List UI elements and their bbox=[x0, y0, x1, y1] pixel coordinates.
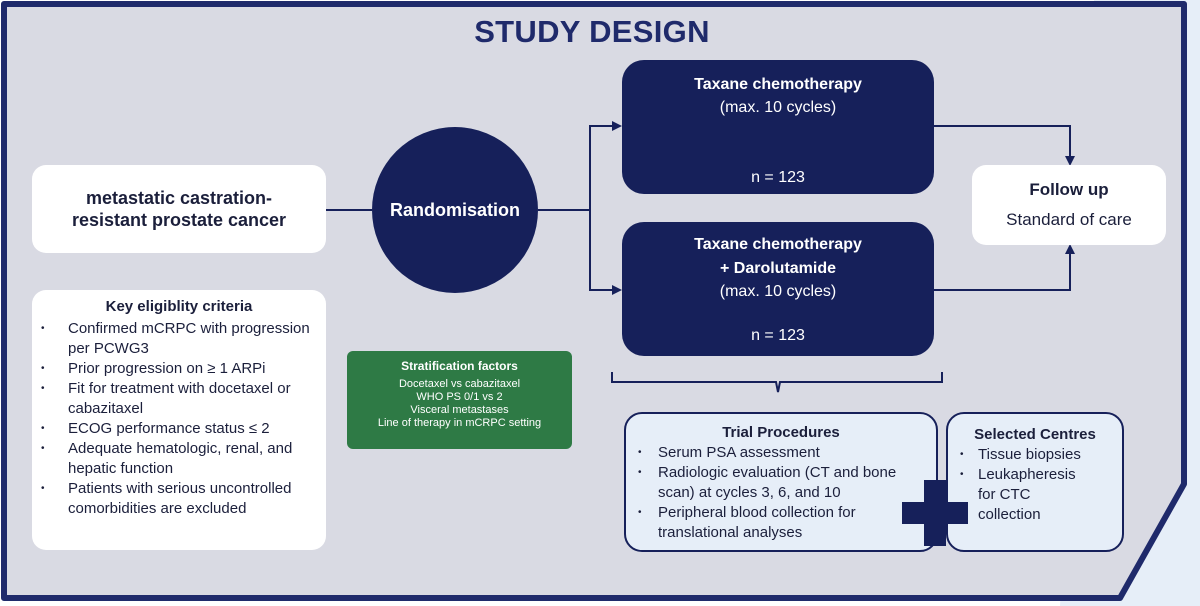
eligibility-title: Key eligiblity criteria bbox=[105, 298, 253, 315]
followup-box: Follow up Standard of care bbox=[972, 165, 1166, 245]
eligibility-item: •ECOG performance status ≤ 2 bbox=[41, 420, 270, 437]
bullet-icon: • bbox=[960, 469, 964, 480]
selected-centres-title: Selected Centres bbox=[974, 426, 1096, 443]
arm-box-1: Taxane chemotherapy (max. 10 cycles) n =… bbox=[622, 60, 934, 194]
arm-2-title: Taxane chemotherapy bbox=[694, 236, 862, 253]
centre-item: •Leukapheresis for CTC collection bbox=[960, 466, 1076, 523]
arm-1-n: n = 123 bbox=[751, 169, 805, 186]
eligibility-item: •Patients with serious uncontrolled como… bbox=[41, 480, 292, 517]
eligibility-item: •Adequate hematologic, renal, and hepati… bbox=[41, 440, 293, 477]
bullet-icon: • bbox=[41, 443, 45, 454]
selected-centres-box: Selected Centres •Tissue biopsies •Leuka… bbox=[946, 412, 1124, 552]
page-title: STUDY DESIGN bbox=[474, 14, 710, 49]
stratification-box: Stratification factors Docetaxel vs caba… bbox=[347, 351, 572, 449]
procedure-item: •Radiologic evaluation (CT and bone scan… bbox=[638, 464, 897, 501]
stratification-item: Docetaxel vs cabazitaxel bbox=[398, 378, 521, 390]
stratification-item: WHO PS 0/1 vs 2 bbox=[416, 391, 503, 403]
followup-subtitle: Standard of care bbox=[1006, 210, 1132, 229]
stratification-item: Visceral metastases bbox=[410, 404, 509, 416]
centre-item: •Tissue biopsies bbox=[960, 446, 1081, 463]
trial-procedures-title: Trial Procedures bbox=[722, 424, 840, 441]
eligibility-item: •Fit for treatment with docetaxel or cab… bbox=[41, 380, 291, 417]
eligibility-item: •Prior progression on ≥ 1 ARPi bbox=[41, 360, 266, 377]
eligibility-box: Key eligiblity criteria •Confirmed mCRPC… bbox=[32, 290, 326, 550]
population-box: metastatic castration-resistant prostate… bbox=[32, 165, 326, 253]
arm-1-cycles: (max. 10 cycles) bbox=[719, 99, 837, 116]
procedure-item: •Serum PSA assessment bbox=[638, 444, 820, 461]
bullet-icon: • bbox=[41, 483, 45, 494]
arm-1-title: Taxane chemotherapy bbox=[694, 76, 862, 93]
arm-2-subtitle: + Darolutamide bbox=[719, 260, 837, 277]
bullet-icon: • bbox=[638, 467, 642, 478]
plus-icon bbox=[902, 480, 968, 546]
bullet-icon: • bbox=[960, 449, 964, 460]
followup-title: Follow up bbox=[1029, 180, 1109, 199]
arm-2-n: n = 123 bbox=[751, 327, 805, 344]
bullet-icon: • bbox=[638, 447, 642, 458]
procedure-item: •Peripheral blood collection for transla… bbox=[638, 504, 856, 541]
trial-procedures-box: Trial Procedures •Serum PSA assessment •… bbox=[624, 412, 938, 552]
stratification-item: Line of therapy in mCRPC setting bbox=[377, 417, 542, 429]
population-label: metastatic castration-resistant prostate… bbox=[71, 188, 287, 230]
eligibility-item: •Confirmed mCRPC with progression per PC… bbox=[41, 320, 310, 357]
arm-box-2: Taxane chemotherapy + Darolutamide (max.… bbox=[622, 222, 934, 356]
stratification-title: Stratification factors bbox=[401, 359, 518, 373]
bullet-icon: • bbox=[41, 363, 45, 374]
randomisation-circle: Randomisation bbox=[372, 127, 538, 293]
randomisation-label: Randomisation bbox=[389, 199, 520, 220]
bullet-icon: • bbox=[41, 383, 45, 394]
bullet-icon: • bbox=[41, 323, 45, 334]
arm-2-cycles: (max. 10 cycles) bbox=[719, 283, 837, 300]
bullet-icon: • bbox=[638, 507, 642, 518]
bullet-icon: • bbox=[41, 423, 45, 434]
